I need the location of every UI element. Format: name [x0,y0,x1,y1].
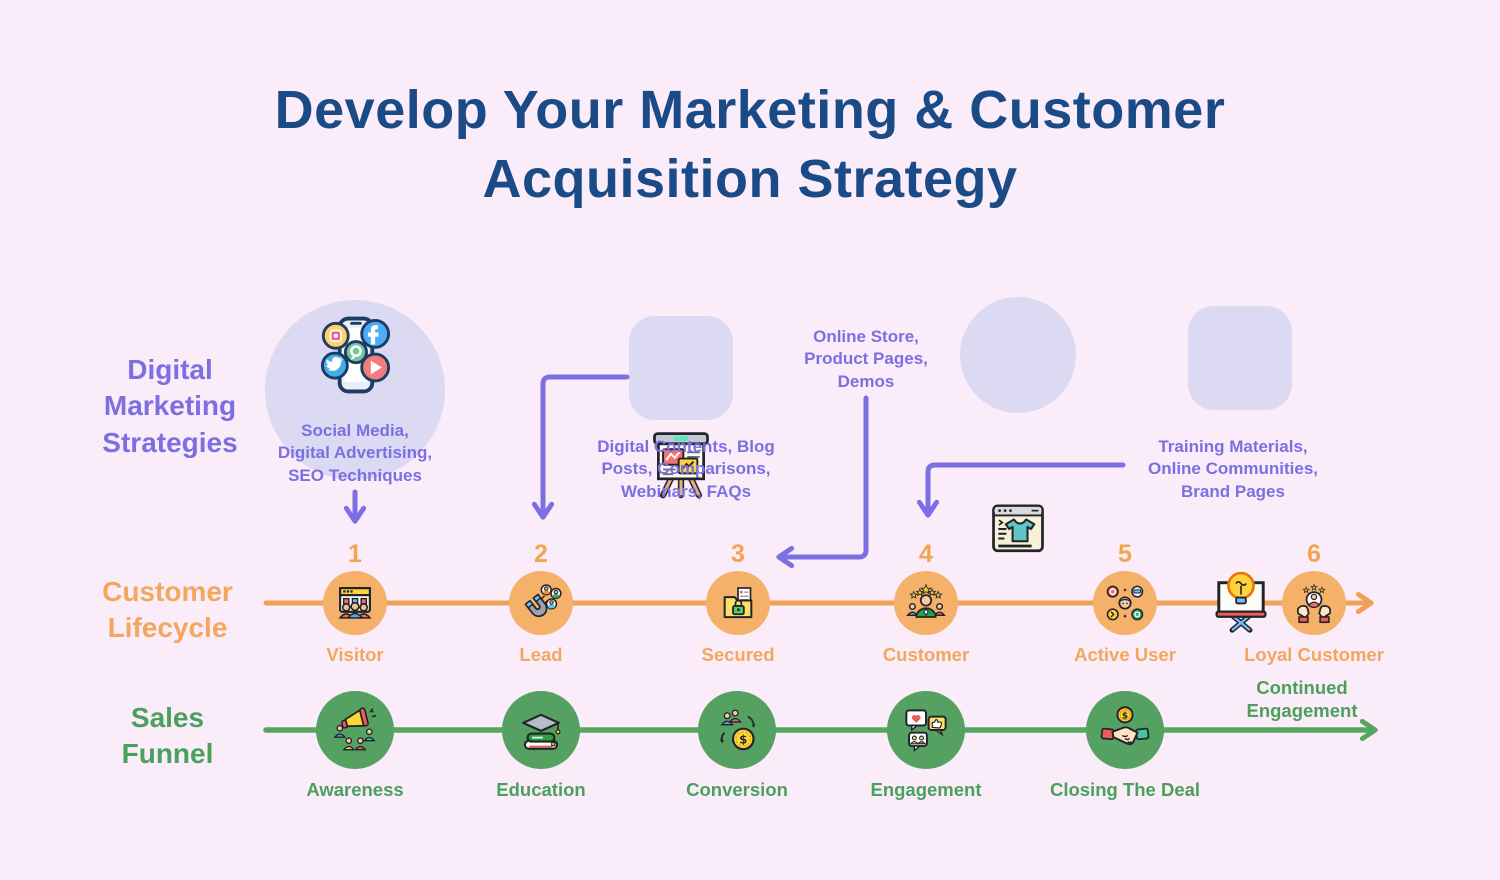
funnel-label-continued-engagement: Continued Engagement [1246,677,1358,722]
awareness-megaphone-icon [333,707,377,751]
customer-stars-icon [906,583,946,618]
funnel-node-awareness [316,691,394,769]
lifecycle-node-active-user [1093,571,1157,635]
lifecycle-node-customer [894,571,958,635]
strategy-2-text: Digital Contents, Blog Posts, Comparison… [597,437,775,501]
lifecycle-node-lead [509,571,573,635]
lifecycle-step-number: 1 [348,540,362,568]
lifecycle-step-number: 3 [731,540,745,568]
lifecycle-step-number: 5 [1118,540,1132,568]
funnel-label-education: Education [496,779,586,800]
social-media-phone-icon [320,316,391,394]
funnel-label-engagement: Engagement [870,779,982,800]
active-user-icon [1106,585,1144,621]
secured-folder-icon [723,587,753,619]
strategy-1-text: Social Media, Digital Advertising, SEO T… [277,421,433,485]
strategy-2-bg-square [629,316,733,420]
strategy-4-bg-square [1188,306,1292,410]
funnel-label-awareness: Awareness [306,779,404,800]
funnel-node-closing-deal: $ [1086,691,1164,769]
svg-text:$: $ [739,732,747,746]
presentation-chart-icon [653,432,709,499]
funnel-label-closing-the-deal: Closing The Deal [1049,779,1201,800]
lifecycle-label-active-user: Active User [1074,644,1176,665]
funnel-node-conversion: $ [698,691,776,769]
visitor-icon [338,587,372,619]
loyal-customer-icon [1296,583,1332,624]
svg-text:$: $ [1122,711,1128,721]
lifecycle-label-visitor: Visitor [326,644,384,665]
online-store-icon [992,504,1044,553]
lifecycle-node-visitor [323,571,387,635]
lifecycle-node-loyal-customer [1282,571,1346,635]
row-label-digital-marketing-strategies: Digital Marketing Strategies [102,354,238,458]
funnel-label-conversion: Conversion [686,779,788,800]
conversion-coin-icon: $ [720,709,756,751]
education-books-icon [522,713,561,750]
funnel-node-engagement [887,691,965,769]
row-label-customer-lifecycle: Customer Lifecycle [102,576,233,644]
closing-deal-handshake-icon: $ [1100,706,1150,746]
strategy-3-text: Online Store, Product Pages, Demos [804,327,928,391]
lifecycle-label-lead: Lead [519,644,563,665]
lifecycle-step-number: 4 [919,540,933,568]
strategy-4-text: Training Materials, Online Communities, … [1147,437,1319,501]
lifecycle-label-customer: Customer [882,644,970,665]
lifecycle-label-loyal-customer: Loyal Customer [1244,644,1384,665]
strategy-3-bg-circle [960,297,1076,413]
lifecycle-step-number: 2 [534,540,548,568]
engagement-bubbles-icon [905,709,947,753]
training-board-icon [1215,571,1267,633]
funnel-node-education [502,691,580,769]
lead-magnet-icon [524,584,562,618]
row-label-sales-funnel: Sales Funnel [121,702,214,770]
lifecycle-label-secured: Secured [701,644,775,665]
lifecycle-node-secured [706,571,770,635]
lifecycle-step-number: 6 [1307,540,1321,568]
page-title: Develop Your Marketing & Customer Acquis… [274,80,1226,210]
